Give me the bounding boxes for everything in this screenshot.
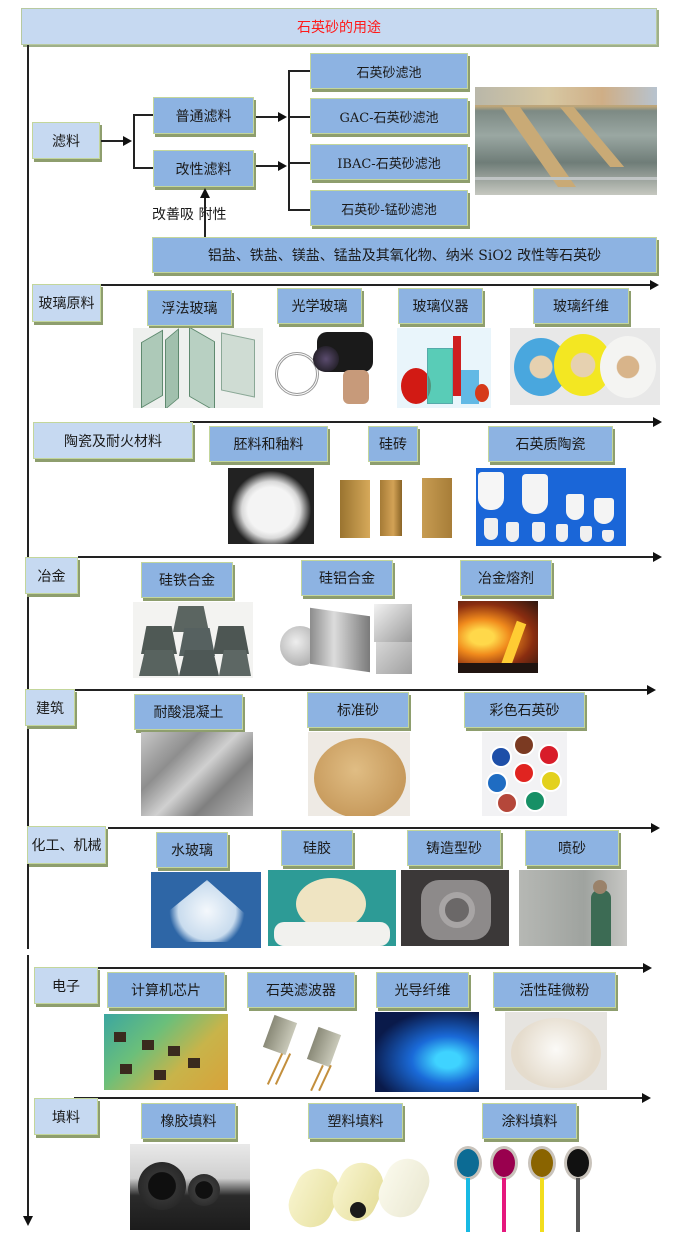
section-arrow-line (108, 827, 653, 829)
main-axis-line-lower (27, 955, 29, 1218)
arrow-right-icon (123, 135, 132, 146)
item-ferrosilicon: 硅铁合金 (141, 562, 233, 598)
section-arrow-line (75, 967, 645, 969)
item-computer-chip: 计算机芯片 (107, 972, 225, 1008)
diagram-title: 石英砂的用途 (21, 8, 657, 45)
connector-line (133, 114, 153, 116)
molten-metal-pour (458, 601, 538, 673)
white-powder-pile (228, 468, 314, 544)
quartz-crystal-filters (250, 1012, 355, 1092)
connector-line (288, 209, 310, 211)
silica-micro-powder (505, 1012, 607, 1090)
colored-sand-bowls (482, 732, 567, 816)
main-axis-line (27, 45, 29, 949)
item-coating-filler: 涂料填料 (482, 1103, 577, 1139)
modifier-materials: 铝盐、铁盐、镁盐、锰盐及其氧化物、纳米 SiO2 改性等石英砂 (152, 237, 657, 273)
arrow-right-icon (650, 279, 659, 290)
sandblasting-worker (519, 870, 627, 946)
white-ceramic-crucibles (476, 468, 626, 546)
arrow-right-icon (278, 160, 287, 171)
category-glass: 玻璃原料 (32, 284, 101, 322)
plastic-rollers (288, 1150, 436, 1232)
section-arrow-line (78, 556, 655, 558)
arrow-right-icon (651, 822, 660, 833)
pool-quartz-sand: 石英砂滤池 (310, 53, 468, 89)
branch-ordinary-filter: 普通滤料 (153, 97, 254, 134)
connector-line (101, 140, 125, 142)
arrow-up-icon (200, 188, 210, 198)
silicone-implant (268, 870, 396, 946)
category-electronics: 电子 (34, 967, 98, 1004)
aluminium-silicon-blocks (278, 602, 428, 674)
connector-line (256, 165, 280, 167)
main-axis-arrow-icon (23, 1216, 33, 1226)
arrow-right-icon (653, 416, 662, 427)
item-standard-sand: 标准砂 (307, 692, 409, 728)
branch-modified-filter: 改性滤料 (153, 150, 254, 187)
concrete-surface (141, 732, 253, 816)
connector-line (288, 116, 310, 118)
silica-bricks (340, 472, 460, 540)
connector-line (133, 167, 153, 169)
fiberglass-tape-rolls (510, 328, 660, 405)
item-al-si-alloy: 硅铝合金 (301, 560, 393, 596)
item-plastic-filler: 塑料填料 (308, 1103, 403, 1139)
item-water-glass: 水玻璃 (156, 832, 228, 868)
connector-line (204, 196, 206, 238)
category-ceramics-refractory: 陶瓷及耐火材料 (33, 422, 193, 459)
water-filter-pool-photo (475, 87, 657, 195)
camera-lens (273, 330, 377, 404)
connector-line (288, 70, 290, 210)
connector-line (288, 70, 310, 72)
item-glass-fiber: 玻璃纤维 (533, 288, 629, 324)
item-foundry-sand: 铸造型砂 (407, 830, 501, 866)
item-silica-brick: 硅砖 (368, 426, 418, 462)
item-active-silica-powder: 活性硅微粉 (493, 972, 616, 1008)
float-glass-panes (133, 328, 263, 408)
pool-quartz-manganese: 石英砂-锰砂滤池 (310, 190, 468, 226)
sand-casting-part (401, 870, 509, 946)
item-silica-gel: 硅胶 (281, 830, 353, 866)
item-quartz-ceramics: 石英质陶瓷 (488, 426, 613, 462)
rubber-tubes-mat (130, 1144, 250, 1230)
ferrosilicon-ingots (133, 602, 253, 678)
item-rubber-filler: 橡胶填料 (141, 1103, 236, 1139)
sand-pile (308, 732, 410, 816)
item-metallurgical-flux: 冶金熔剂 (460, 560, 552, 596)
section-arrow-line (190, 421, 655, 423)
pool-gac-quartz: GAC-石英砂滤池 (310, 98, 468, 134)
item-float-glass: 浮法玻璃 (147, 290, 232, 326)
section-arrow-line (100, 284, 652, 286)
improve-adsorption-label: 改善吸 附性 (152, 207, 227, 223)
category-filter-media: 滤料 (32, 122, 100, 159)
pool-ibac-quartz: IBAC-石英砂滤池 (310, 144, 468, 180)
section-arrow-line (74, 689, 649, 691)
item-glass-instrument: 玻璃仪器 (398, 288, 483, 324)
connector-line (288, 162, 310, 164)
arrow-right-icon (278, 111, 287, 122)
category-chemical-machinery: 化工、机械 (27, 826, 106, 864)
item-optical-fiber: 光导纤维 (376, 972, 469, 1008)
sodium-silicate-crystals (151, 872, 261, 948)
category-filler: 填料 (34, 1098, 98, 1135)
category-metallurgy: 冶金 (25, 557, 78, 594)
arrow-right-icon (653, 551, 662, 562)
connector-line (256, 116, 280, 118)
item-body-glaze: 胚料和釉料 (209, 426, 328, 462)
circuit-board (104, 1014, 228, 1090)
category-construction: 建筑 (25, 689, 75, 726)
item-acid-resistant-concrete: 耐酸混凝土 (134, 694, 243, 730)
arrow-right-icon (643, 962, 652, 973)
arrow-right-icon (642, 1092, 651, 1103)
lab-glassware (397, 328, 491, 408)
item-quartz-filter: 石英滤波器 (247, 972, 355, 1008)
item-colored-quartz-sand: 彩色石英砂 (464, 692, 585, 728)
item-sandblasting: 喷砂 (525, 830, 619, 866)
optical-fibers (375, 1012, 479, 1092)
arrow-right-icon (647, 684, 656, 695)
section-arrow-line (74, 1097, 644, 1099)
item-optical-glass: 光学玻璃 (277, 288, 362, 324)
connector-line (133, 114, 135, 168)
paint-spoons-cmyk (452, 1144, 600, 1234)
